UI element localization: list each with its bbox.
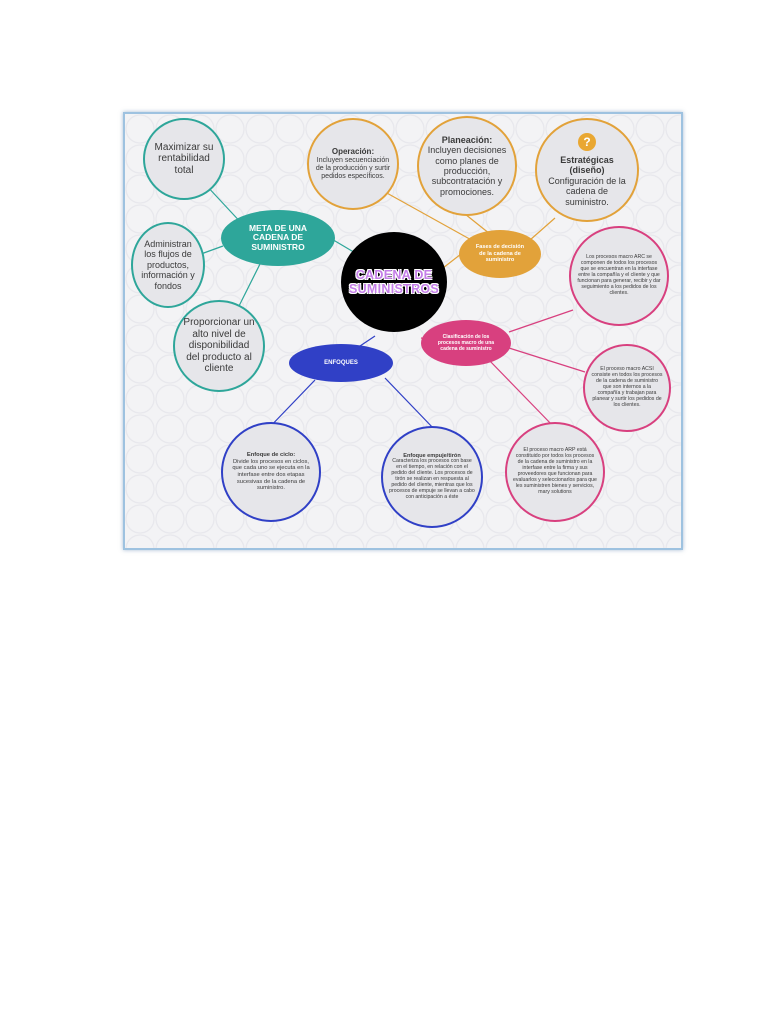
center-node: CADENA DE SUMINISTROS: [341, 232, 447, 332]
fase-operacion: Operación: Incluyen secuenciación de la …: [307, 118, 399, 210]
meta-hub: META DE UNA CADENA DE SUMINISTRO: [221, 210, 335, 266]
enfoques-hub-title: ENFOQUES: [324, 359, 358, 366]
proceso-arp: El proceso macro ARP está constituido po…: [505, 422, 605, 522]
fase-planeacion-text: Incluyen decisiones como planes de produ…: [427, 145, 507, 197]
link-clasif-arc: [508, 309, 574, 333]
enfoque-empuje: Enfoque empuje/tirón Caracteriza los pro…: [381, 426, 483, 528]
enfoque-empuje-title: Enfoque empuje/tirón: [403, 452, 461, 459]
clasificacion-hub-title: Clasificación de los procesos macro de u…: [437, 333, 495, 353]
fase-operacion-title: Operación:: [331, 147, 375, 157]
fase-estrategicas-title: Estratégicas (diseño): [560, 155, 614, 176]
enfoque-empuje-text: Caracteriza los procesos con base en el …: [389, 458, 475, 501]
enfoques-hub: ENFOQUES: [289, 344, 393, 382]
enfoque-ciclo-text: Divide los procesos en ciclos, que cada …: [232, 458, 310, 492]
meta-hub-title: META DE UNA CADENA DE SUMINISTRO: [248, 222, 308, 252]
link-clasif-arp: [486, 357, 556, 429]
fases-hub-title: Fases de decisión de la cadena de sumini…: [475, 243, 525, 264]
meta-item-flujos: Administran los flujos de productos, inf…: [131, 222, 205, 308]
proceso-acsi: El proceso macro ACSI consiste en todos …: [583, 344, 671, 432]
fase-planeacion: Planeación: Incluyen decisiones como pla…: [417, 116, 517, 216]
fases-hub: Fases de decisión de la cadena de sumini…: [459, 230, 541, 278]
enfoque-ciclo: Enfoque de ciclo: Divide los procesos en…: [221, 422, 321, 522]
meta-item-disponibilidad: Proporcionar un alto nivel de disponibil…: [173, 300, 265, 392]
link-fases-operacion: [384, 191, 476, 243]
fase-planeacion-title: Planeación:: [441, 134, 493, 145]
link-clasif-acsi: [508, 347, 586, 373]
fase-estrategicas-text: Configuración de la cadena de suministro…: [548, 175, 626, 207]
center-title: CADENA DE SUMINISTROS: [348, 267, 440, 296]
proceso-arc: Los procesos macro ARC se componen de to…: [569, 226, 669, 326]
mind-map: CADENA DE SUMINISTROS META DE UNA CADENA…: [123, 112, 683, 550]
link-meta-flujos: [200, 245, 224, 255]
enfoque-ciclo-title: Enfoque de ciclo:: [246, 452, 296, 459]
fase-operacion-text: Incluyen secuenciación de la producción …: [315, 156, 391, 180]
meta-item-rentabilidad: Maximizar su rentabilidad total: [143, 118, 225, 200]
link-fases-estrategicas: [529, 217, 556, 241]
clasificacion-hub: Clasificación de los procesos macro de u…: [421, 320, 511, 366]
fase-estrategicas: ? Estratégicas (diseño) Configuración de…: [535, 118, 639, 222]
question-icon: ?: [578, 133, 596, 152]
link-enfoques-empuje: [384, 377, 436, 431]
